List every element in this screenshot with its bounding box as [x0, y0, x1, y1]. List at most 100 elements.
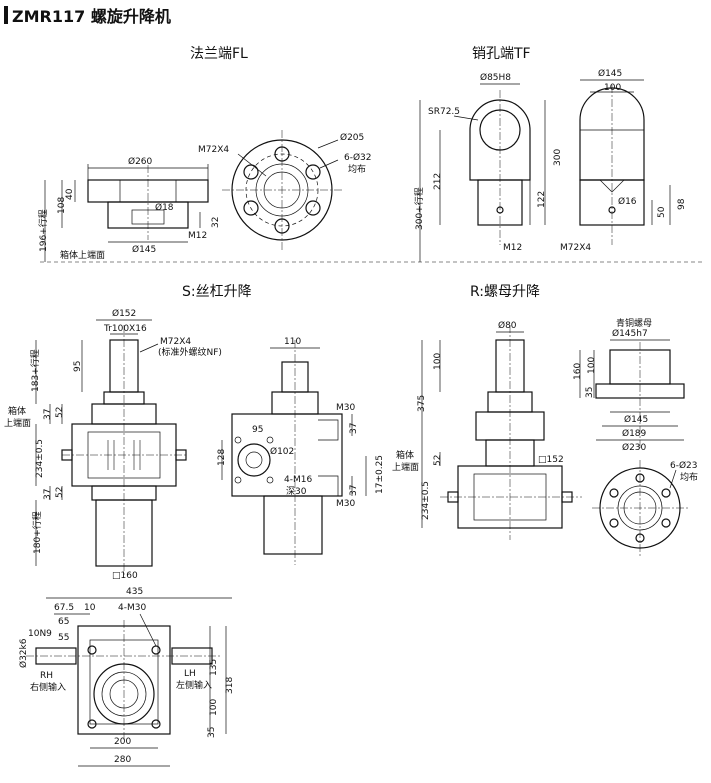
r-side-view: Ø80 100 375 箱体 上端面 52 □152 234±0.5	[392, 320, 582, 540]
tf-d145: Ø145	[598, 68, 622, 79]
tf-h98: 98	[677, 198, 687, 210]
s-w95: 95	[252, 425, 263, 435]
s-h17: 17±0.25	[375, 455, 385, 494]
tf-h50: 50	[657, 206, 667, 218]
fl-d18: Ø18	[155, 202, 174, 213]
plan-section: 435 67.5 10 4-M30 65 55 10N9 Ø32k6 RH 右侧…	[18, 587, 235, 767]
s-h95: 95	[73, 361, 83, 372]
fl-front-view: M72X4 Ø205 6-Ø32 均布	[198, 130, 372, 250]
plan-lh-cn: 左侧输入	[176, 679, 212, 691]
fl-d145: Ø145	[132, 244, 156, 255]
s-side-view: Ø152 Tr100X16 M72X4 (标准外螺纹NF) 95 183+行程 …	[4, 308, 222, 581]
tf-front-view: Ø145 100 Ø16 50 98	[579, 68, 687, 245]
plan-rh-cn: 右侧输入	[30, 681, 66, 693]
r-d145h7: Ø145h7	[612, 328, 648, 339]
s-section: S:丝杠升降 Ø152 Tr100X16 M72X4 (标准外螺纹NF)	[4, 284, 385, 581]
r-d189: Ø189	[622, 428, 647, 439]
s-h37b: 37	[43, 489, 53, 500]
plan-shaft: Ø32k6	[18, 638, 29, 668]
s-deep: 深30	[286, 486, 307, 497]
fl-side-view: Ø260 Ø145 Ø18 40 108 196+行程 32 M12 箱体上端面	[37, 156, 705, 263]
plan-h35: 35	[207, 727, 217, 738]
s-title: S:丝杠升降	[182, 284, 252, 300]
fl-m72: M72X4	[198, 145, 229, 155]
s-h128: 128	[217, 449, 227, 466]
r-even: 均布	[680, 471, 698, 483]
r-nut-view: 青铜螺母 Ø145h7 160 100 35 Ø145 Ø189 Ø230	[573, 317, 685, 453]
fl-d260: Ø260	[128, 156, 153, 167]
r-h234: 234±0.5	[421, 481, 431, 520]
fl-holes: 6-Ø32	[344, 152, 372, 163]
r-d230: Ø230	[622, 442, 647, 453]
tf-h300: 300	[553, 149, 563, 166]
r-d145: Ø145	[624, 414, 648, 425]
r-h100b: 100	[587, 357, 597, 374]
plan-key: 10N9	[28, 629, 52, 639]
fl-h108: 108	[57, 197, 67, 214]
r-flange-view: 6-Ø23 均布	[592, 460, 698, 556]
plan-lh: LH	[184, 669, 196, 679]
plan-w10: 10	[84, 603, 96, 613]
plan-w675: 67.5	[54, 603, 74, 613]
tf-sr: SR72.5	[428, 107, 460, 117]
s-tr: Tr100X16	[103, 324, 147, 334]
s-m30a: M30	[336, 403, 355, 413]
r-sq152: □152	[538, 455, 564, 465]
plan-m30: 4-M30	[118, 603, 146, 613]
r-section: R:螺母升降 Ø80 100 375 箱体 上端面 52 □152 234±0.…	[392, 284, 698, 556]
tf-h212: 212	[433, 173, 443, 190]
fl-m12: M12	[188, 231, 207, 241]
plan-w435: 435	[126, 587, 143, 597]
s-h52a: 52	[55, 407, 65, 418]
r-h100: 100	[433, 353, 443, 370]
s-d152: Ø152	[112, 308, 136, 319]
tf-stroke: 300+行程	[413, 187, 425, 230]
s-m16: 4-M16	[284, 475, 312, 485]
r-h160: 160	[573, 363, 583, 380]
s-bot-stroke: 180+行程	[31, 511, 43, 554]
page-title: ZMR117 螺旋升降机	[12, 7, 171, 26]
title-bar-mark	[4, 6, 8, 24]
tf-d85: Ø85H8	[480, 72, 511, 83]
tf-section: 销孔端TF Ø85H8 SR72.5 212 300+行程 300 122 M1…	[413, 46, 687, 262]
plan-h318: 318	[225, 677, 235, 694]
plan-w55: 55	[58, 633, 69, 643]
fl-d205: Ø205	[340, 132, 364, 143]
s-h52b: 52	[55, 487, 65, 498]
s-h234: 234±0.5	[35, 439, 45, 478]
fl-h40: 40	[65, 188, 75, 200]
tf-m72: M72X4	[560, 243, 591, 253]
s-w110: 110	[284, 337, 301, 347]
fl-stroke: 196+行程	[37, 209, 49, 252]
s-h37c: 37	[349, 423, 359, 434]
s-std: (标准外螺纹NF)	[158, 346, 222, 358]
s-box: 箱体	[8, 405, 26, 417]
r-box2: 上端面	[392, 461, 419, 473]
plan-rh: RH	[40, 671, 53, 681]
tf-h122: 122	[537, 191, 547, 208]
s-m30b: M30	[336, 499, 355, 509]
r-title: R:螺母升降	[470, 284, 540, 300]
fl-title: 法兰端FL	[190, 46, 248, 62]
fl-even: 均布	[348, 163, 366, 175]
tf-title: 销孔端TF	[472, 46, 531, 62]
plan-h100: 100	[209, 699, 219, 716]
r-box: 箱体	[396, 449, 414, 461]
plan-w65: 65	[58, 617, 69, 627]
r-h52: 52	[433, 455, 443, 466]
fl-box-top: 箱体上端面	[60, 249, 105, 261]
s-h37d: 37	[349, 485, 359, 496]
tf-d16: Ø16	[618, 196, 637, 207]
r-holes: 6-Ø23	[670, 460, 698, 471]
r-h375: 375	[417, 395, 427, 412]
plan-h135: 135	[209, 659, 219, 676]
s-top-stroke: 183+行程	[29, 349, 41, 392]
r-bronze: 青铜螺母	[616, 317, 652, 329]
s-d102: Ø102	[270, 446, 294, 457]
tf-m12: M12	[503, 243, 522, 253]
s-m72: M72X4	[160, 337, 191, 347]
tf-w100: 100	[604, 83, 621, 93]
fl-section: 法兰端FL Ø260 Ø145 Ø18 40 108 196+行程 32 M12	[37, 46, 705, 263]
s-box2: 上端面	[4, 417, 31, 429]
